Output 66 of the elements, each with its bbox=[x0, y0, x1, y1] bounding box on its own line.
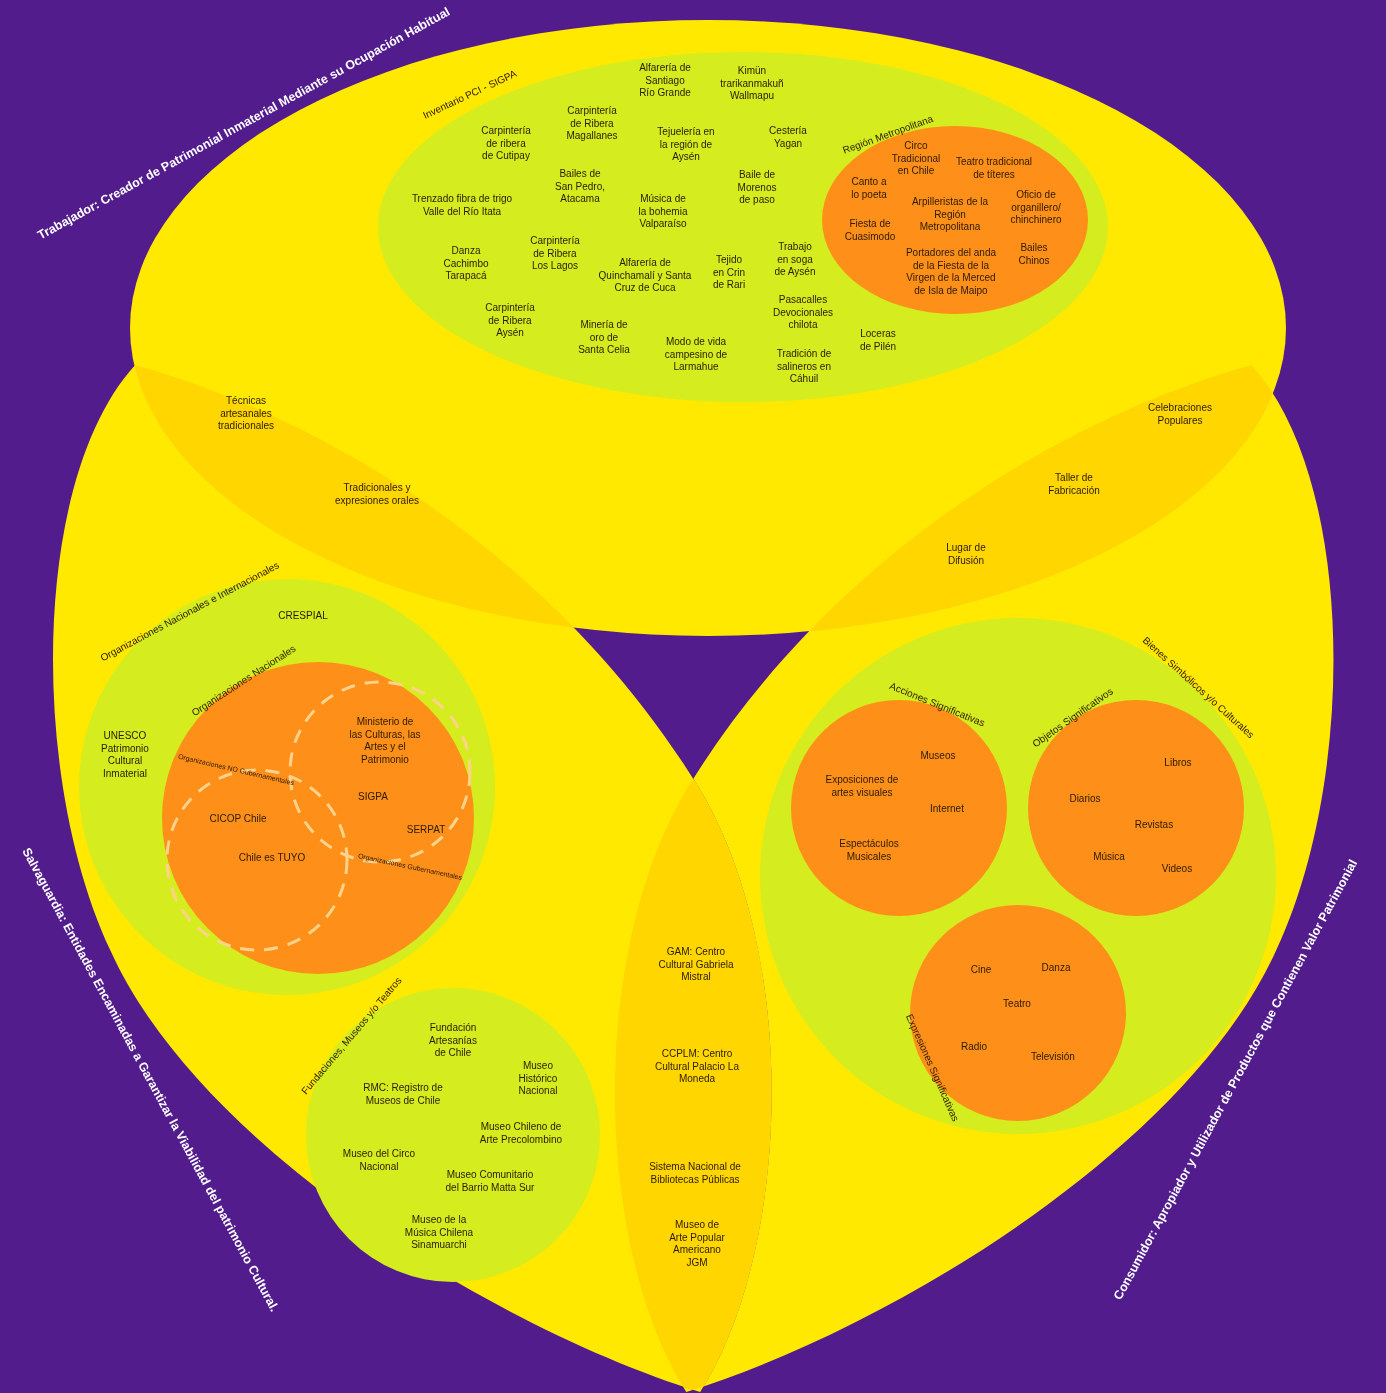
item-label: SIGPA bbox=[358, 790, 388, 804]
overlap-label: Celebraciones Populares bbox=[1147, 401, 1213, 427]
item-label: Tradición de salineros en Cáhuil bbox=[776, 348, 832, 386]
item-label: Videos bbox=[1161, 862, 1193, 876]
item-label: Espectáculos Musicales bbox=[838, 837, 900, 863]
item-label: Circo Tradicional en Chile bbox=[891, 140, 942, 178]
item-label: Carpintería de Ribera Magallanes bbox=[565, 105, 619, 143]
item-label: Minería de oro de Santa Celia bbox=[577, 319, 631, 357]
overlap-label: CCPLM: Centro Cultural Palacio La Moneda bbox=[654, 1048, 740, 1086]
item-label: Bailes Chinos bbox=[1017, 241, 1051, 267]
item-label: Modo de vida campesino de Larmahue bbox=[663, 336, 729, 374]
item-label: Música bbox=[1093, 850, 1125, 864]
item-label: SERPAT bbox=[406, 823, 446, 837]
item-label: Museo Comunitario del Barrio Matta Sur bbox=[444, 1168, 536, 1194]
item-label: Canto a lo poeta bbox=[850, 175, 888, 201]
item-label: Trenzado fibra de trigo Valle del Río Itata bbox=[410, 192, 514, 218]
item-label: RMC: Registro de Museos de Chile bbox=[362, 1081, 444, 1107]
item-label: Oficio de organillero/ chinchinero bbox=[1009, 189, 1063, 227]
item-label: Ministerio de las Culturas, las Artes y el Patrimonio bbox=[349, 716, 421, 766]
item-label: Museo del Circo Nacional bbox=[341, 1147, 417, 1173]
item-label: Baile de Morenos de paso bbox=[736, 169, 778, 207]
item-label: Pasacalles Devocionales chilota bbox=[771, 294, 834, 332]
item-label: Museo Chileno de Arte Precolombino bbox=[478, 1120, 564, 1146]
overlap-label: Tradicionales y expresiones orales bbox=[334, 481, 420, 507]
item-label: Revistas bbox=[1134, 818, 1174, 832]
item-label: Música de la bohemia Valparaíso bbox=[637, 193, 689, 231]
item-label: Cestería Yagan bbox=[768, 124, 808, 150]
item-label: Teatro bbox=[1003, 997, 1031, 1011]
item-label: Radio bbox=[960, 1040, 988, 1054]
item-label: Museos bbox=[920, 749, 956, 763]
item-label: Exposiciones de artes visuales bbox=[824, 773, 900, 799]
item-label: CRESPIAL bbox=[278, 609, 328, 623]
item-label: Libros bbox=[1164, 756, 1192, 770]
item-label: Fiesta de Cuasimodo bbox=[843, 217, 897, 243]
item-label: Teatro tradicional de títeres bbox=[954, 155, 1034, 181]
item-label: Tejuelería en la región de Aysén bbox=[656, 126, 716, 164]
overlap-label: GAM: Centro Cultural Gabriela Mistral bbox=[657, 946, 735, 984]
item-label: Loceras de Pilén bbox=[858, 327, 898, 353]
item-label: Carpintería de Ribera Aysén bbox=[484, 302, 536, 340]
item-label: Alfarería de Santiago Río Grande bbox=[638, 62, 692, 100]
overlap-label: Sistema Nacional de Bibliotecas Públicas bbox=[648, 1160, 742, 1186]
item-label: Carpintería de ribera de Cutipay bbox=[481, 125, 531, 163]
item-label: CICOP Chile bbox=[209, 812, 267, 826]
item-label: Bailes de San Pedro, Atacama bbox=[553, 168, 606, 206]
item-label: UNESCO Patrimonio Cultural Inmaterial bbox=[100, 730, 150, 780]
item-label: Diarios bbox=[1069, 792, 1101, 806]
item-label: Alfarería de Quinchamalí y Santa Cruz de Cuca bbox=[597, 257, 693, 295]
item-label: Internet bbox=[930, 802, 964, 816]
item-label: Tejido en Crin de Rari bbox=[711, 254, 747, 292]
item-label: Museo de la Música Chilena Sinamuarchi bbox=[403, 1214, 475, 1252]
item-label: Televisión bbox=[1031, 1050, 1075, 1064]
item-label: Danza bbox=[1041, 961, 1071, 975]
item-label: Museo Histórico Nacional bbox=[517, 1060, 559, 1098]
item-label: Carpintería de Ribera Los Lagos bbox=[529, 235, 581, 273]
item-label: Arpilleristas de la Región Metropolitana bbox=[911, 196, 989, 234]
item-label: Chile es TUYO bbox=[238, 851, 306, 865]
item-label: Trabajo en soga de Aysén bbox=[773, 241, 817, 279]
item-label: Cine bbox=[970, 963, 992, 977]
item-label: Fundación Artesanías de Chile bbox=[428, 1022, 478, 1060]
item-label: Danza Cachimbo Tarapacá bbox=[443, 245, 489, 283]
item-label: Kimün trarikanmakuñ Wallmapu bbox=[719, 65, 785, 103]
item-label: Portadores del anda de la Fiesta de la Virgen de la Merced de Isla de Maipo bbox=[904, 247, 998, 297]
overlap-label: Taller de Fabricación bbox=[1047, 471, 1101, 497]
overlap-label: Lugar de Difusión bbox=[945, 541, 987, 567]
overlap-label: Museo de Arte Popular Americano JGM bbox=[668, 1219, 726, 1269]
overlap-label: Técnicas artesanales tradicionales bbox=[216, 395, 276, 433]
